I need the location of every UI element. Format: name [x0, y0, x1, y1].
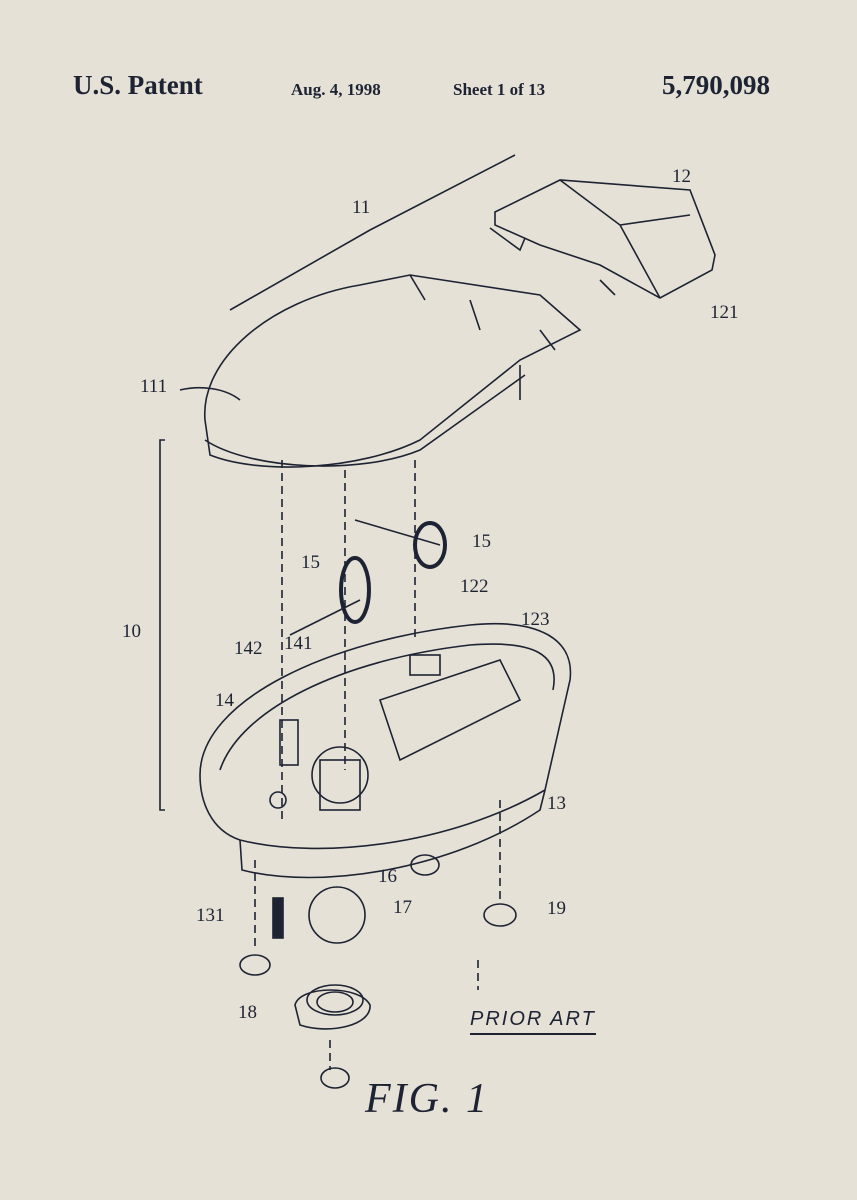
ref-label-123: 123: [521, 609, 550, 630]
ref-label-19: 19: [547, 898, 566, 919]
ref-label-13: 13: [547, 793, 566, 814]
ref-label-15a: 15: [301, 552, 320, 573]
ref-label-15b: 15: [472, 531, 491, 552]
prior-art-note: PRIOR ART: [470, 1008, 596, 1035]
ref-label-16: 16: [378, 866, 397, 887]
ref-label-11: 11: [352, 197, 371, 218]
ref-label-141: 141: [284, 633, 313, 654]
ref-label-14: 14: [215, 690, 234, 711]
patent-number: 5,790,098: [662, 70, 770, 100]
patent-title: U.S. Patent: [73, 70, 203, 100]
ref-label-131: 131: [196, 905, 225, 926]
ref-label-122: 122: [460, 576, 489, 597]
sheet-number: Sheet 1 of 13: [453, 80, 546, 99]
ref-label-12: 12: [672, 166, 691, 187]
ref-label-142: 142: [234, 638, 263, 659]
ref-label-10: 10: [122, 621, 141, 642]
figure-caption: FIG. 1: [365, 1076, 489, 1122]
ref-label-111: 111: [140, 376, 168, 397]
ref-label-18: 18: [238, 1002, 257, 1023]
ref-label-121: 121: [710, 302, 739, 323]
patent-date: Aug. 4, 1998: [291, 80, 381, 99]
ref-label-17: 17: [393, 897, 412, 918]
